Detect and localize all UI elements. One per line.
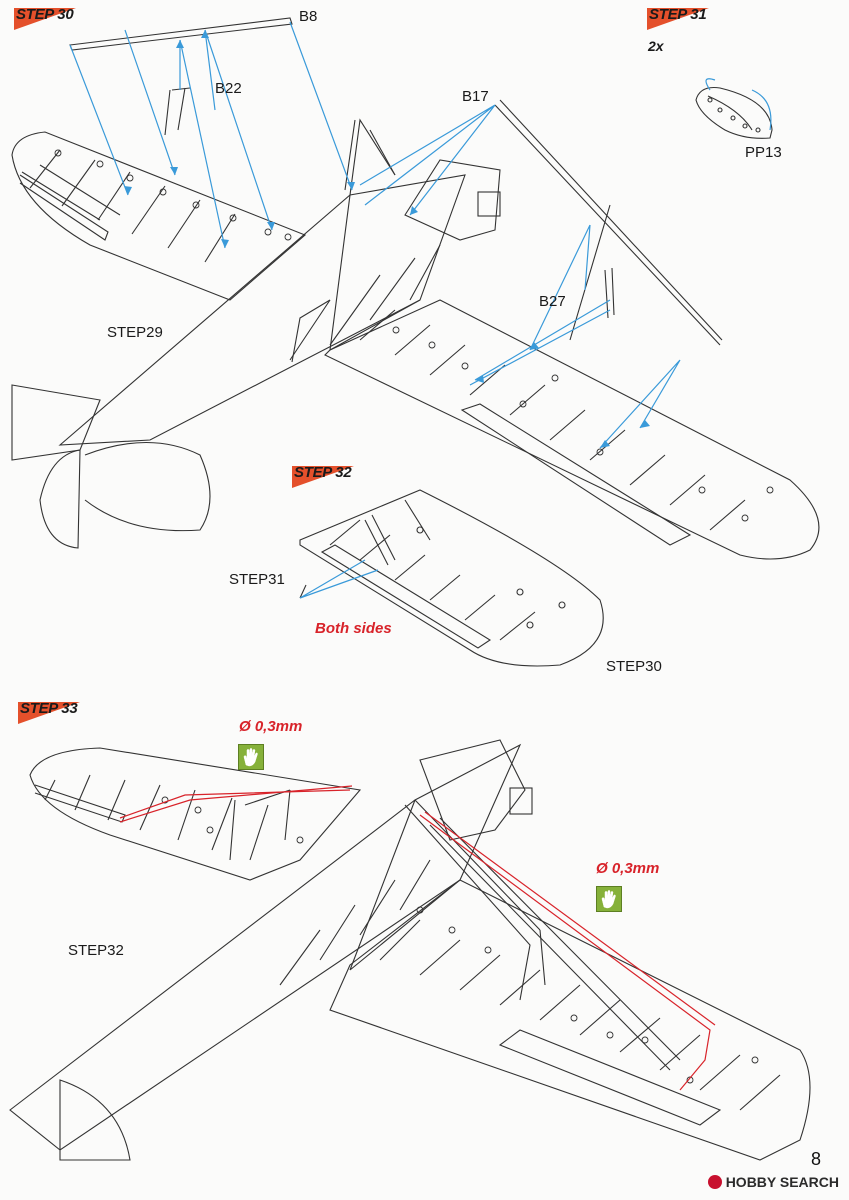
wire-diameter-right: Ø 0,3mm	[596, 860, 660, 877]
reference-step32: STEP32	[68, 942, 124, 959]
both-sides-note: Both sides	[315, 620, 392, 637]
hobby-search-watermark: HOBBY SEARCH	[707, 1174, 839, 1190]
part-label-b8: B8	[299, 8, 318, 25]
step-32-label: STEP 32	[294, 464, 352, 481]
page-number: 8	[810, 1149, 821, 1169]
wire-diameter-left: Ø 0,3mm	[239, 718, 303, 735]
wire-spec-left: Ø 0,3mm	[239, 718, 302, 735]
part-label-b22: B22	[215, 80, 242, 97]
hand-icon	[238, 744, 264, 770]
reference-step29: STEP29	[107, 324, 163, 341]
hobby-search-logo-icon	[707, 1175, 722, 1189]
part-label-pp13: PP13	[745, 144, 782, 161]
callout-lines	[69, 21, 772, 599]
wire-spec-right: Ø 0,3mm	[596, 860, 659, 877]
part-label-b27: B27	[539, 293, 566, 310]
reference-step31: STEP31	[229, 571, 285, 588]
reference-step30: STEP30	[606, 658, 662, 675]
step33-airframe	[9, 739, 811, 1161]
callout-arrowheads	[124, 30, 650, 448]
hand-icon	[596, 886, 622, 912]
step31-part-pp13	[695, 86, 773, 139]
step-31-label: STEP 31	[649, 6, 707, 23]
step-30-label: STEP 30	[16, 6, 74, 23]
step30-airframe	[11, 118, 820, 560]
step32-wingtip	[299, 489, 604, 667]
watermark-text: HOBBY SEARCH	[725, 1174, 839, 1190]
rigging-wire	[119, 785, 716, 1091]
step-33-label: STEP 33	[20, 700, 78, 717]
quantity-label: 2x	[648, 38, 664, 54]
part-label-b17: B17	[462, 88, 489, 105]
